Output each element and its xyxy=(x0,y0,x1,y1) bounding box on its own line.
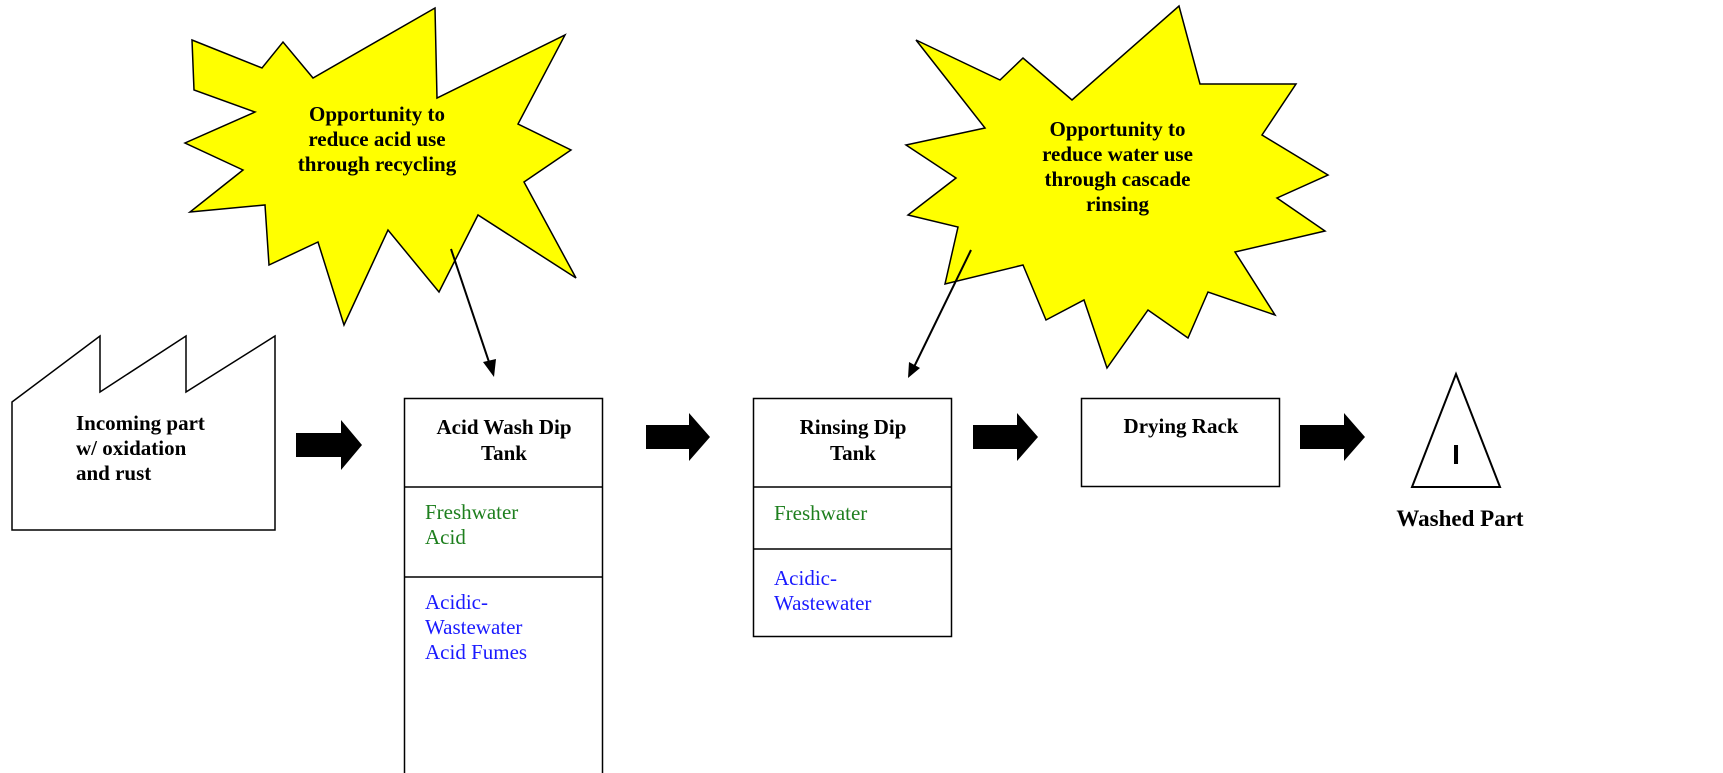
burst-2-pointer-head xyxy=(908,362,920,378)
burst-2-line: Opportunity to xyxy=(1049,117,1186,141)
inventory-triangle-icon xyxy=(1410,371,1502,488)
acid-tank-title: Acid Wash Dip Tank xyxy=(405,414,603,466)
factory-label: Incoming part w/ oxidation and rust xyxy=(76,411,256,486)
burst-1-pointer-head xyxy=(483,359,496,377)
acid-tank-inputs: Freshwater Acid xyxy=(425,500,518,550)
burst-2-text: Opportunity to reduce water use through … xyxy=(1000,117,1235,217)
flow-arrow-2 xyxy=(646,413,710,461)
inventory-symbol: I xyxy=(1452,439,1460,470)
rinse-tank-output: Acidic- xyxy=(774,566,837,590)
rinse-tank-title-line: Rinsing Dip xyxy=(799,415,907,439)
burst-2-line: through cascade xyxy=(1044,167,1191,191)
acid-tank-output: Acid Fumes xyxy=(425,640,528,664)
opportunity-burst-1 xyxy=(183,6,577,328)
acid-tank-input: Acid xyxy=(425,525,466,549)
rinse-tank-outputs: Acidic- Wastewater xyxy=(774,566,871,616)
rinse-tank-title: Rinsing Dip Tank xyxy=(754,414,952,466)
acid-tank-title-line: Acid Wash Dip xyxy=(436,415,572,439)
burst-2-line: rinsing xyxy=(1085,192,1150,216)
rinsing-tank-box xyxy=(752,397,953,638)
burst-1-line: through recycling xyxy=(297,152,457,176)
acid-tank-title-line: Tank xyxy=(481,441,527,465)
flow-arrow-1 xyxy=(296,420,362,470)
burst-1-line: Opportunity to xyxy=(309,102,445,126)
washed-part-label: Washed Part xyxy=(1396,506,1524,531)
drying-rack-box xyxy=(1080,397,1281,488)
rinse-tank-input: Freshwater xyxy=(774,501,868,525)
burst-1-line: reduce acid use xyxy=(308,127,446,151)
burst-1-text: Opportunity to reduce acid use through r… xyxy=(262,102,492,177)
acid-tank-input: Freshwater xyxy=(425,500,519,524)
burst-2-line: reduce water use xyxy=(1042,142,1193,166)
rinse-tank-title-line: Tank xyxy=(830,441,876,465)
factory-line: Incoming part xyxy=(76,411,205,435)
opportunity-burst-2 xyxy=(904,4,1330,370)
flow-arrow-4 xyxy=(1300,413,1365,461)
rinse-tank-output: Wastewater xyxy=(774,591,872,615)
flow-arrow-3 xyxy=(973,413,1038,461)
factory-line: w/ oxidation xyxy=(76,436,187,460)
acid-tank-outputs: Acidic- Wastewater Acid Fumes xyxy=(425,590,527,665)
factory-icon xyxy=(11,334,276,531)
rinse-tank-inputs: Freshwater xyxy=(774,501,867,526)
acid-wash-tank-box xyxy=(403,397,604,773)
acid-tank-output: Acidic- xyxy=(425,590,488,614)
factory-line: and rust xyxy=(76,461,152,485)
drying-rack-title: Drying Rack xyxy=(1123,414,1239,438)
acid-tank-output: Wastewater xyxy=(425,615,523,639)
